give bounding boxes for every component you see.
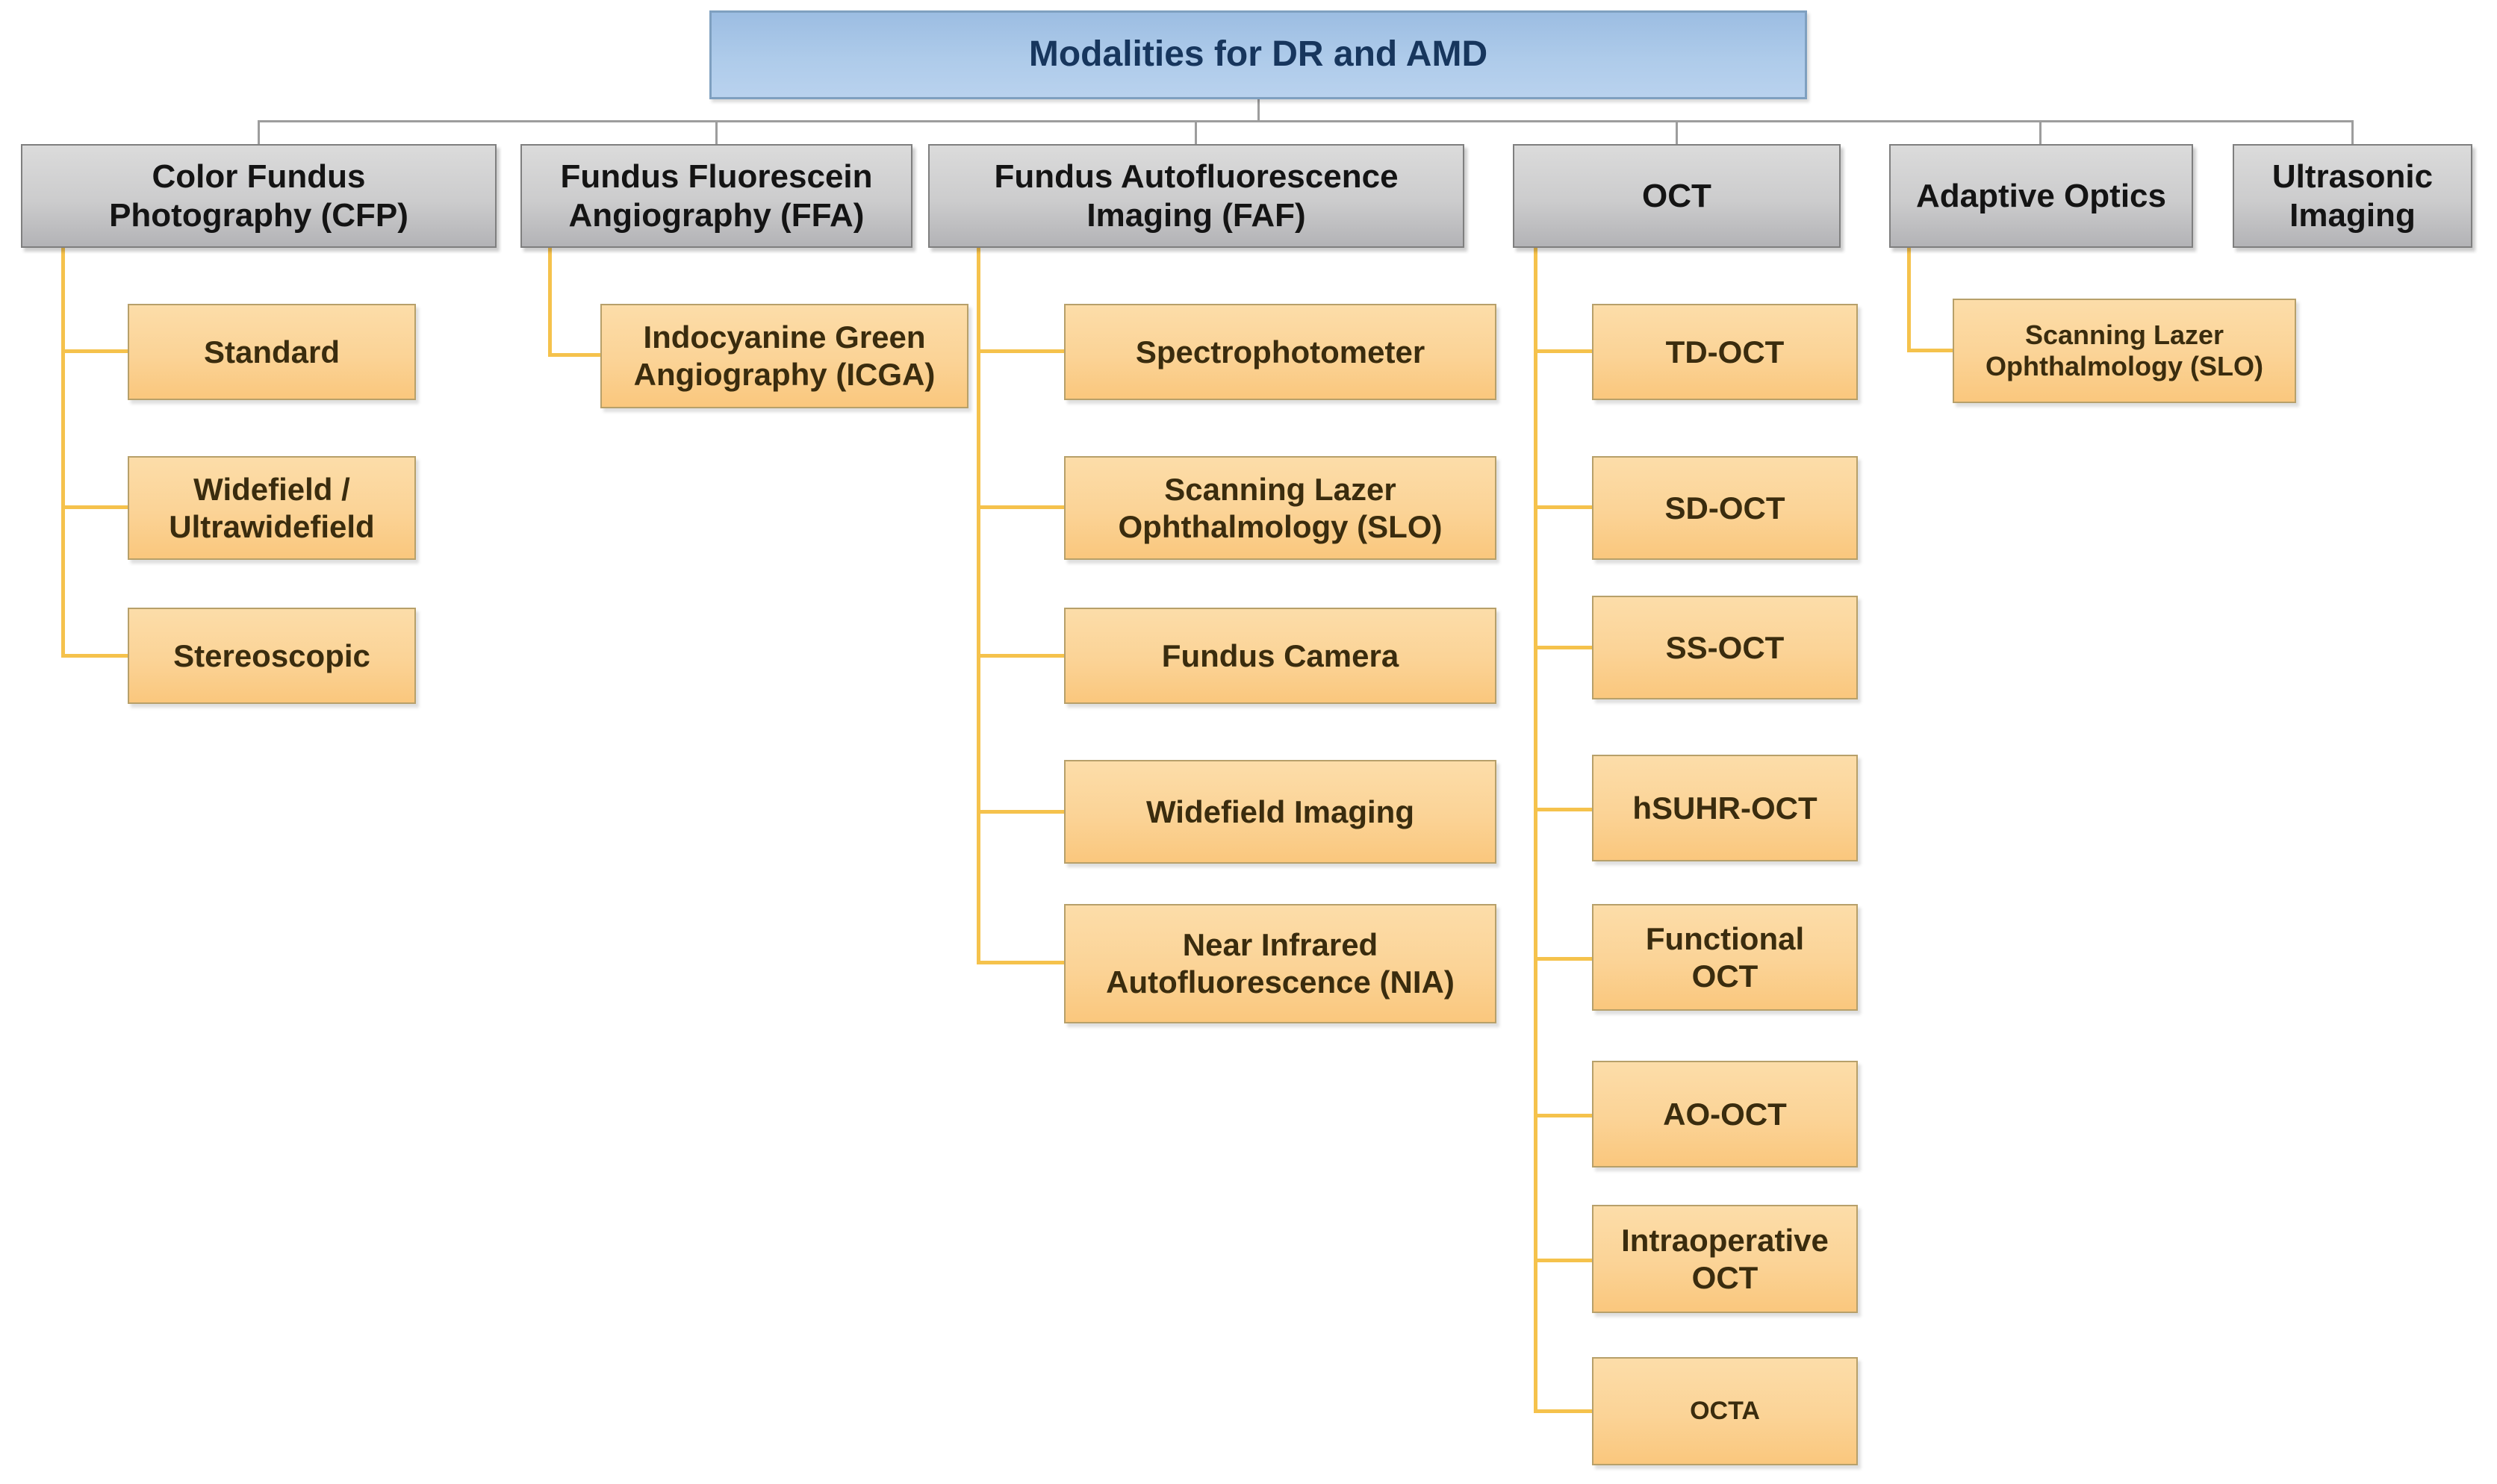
child-node-icga: Indocyanine Green Angiography (ICGA) [600, 304, 968, 408]
connector-oct-child-2 [1534, 646, 1592, 649]
connector-stub-ffa [715, 120, 718, 146]
connector-ffa-vertical [548, 248, 552, 357]
connector-oct-child-0 [1534, 349, 1592, 353]
connector-cfp-child-2 [61, 654, 128, 658]
connector-faf-child-4 [977, 961, 1064, 964]
connector-oct-child-5 [1534, 1114, 1592, 1117]
connector-oct-vertical [1534, 248, 1537, 1412]
branch-header-oct: OCT [1513, 144, 1841, 248]
connector-oct-child-4 [1534, 957, 1592, 961]
child-node-widefield-ultrawidefield: Widefield / Ultrawidefield [128, 456, 416, 560]
connector-oct-child-6 [1534, 1259, 1592, 1262]
branch-header-ultrasonic: Ultrasonic Imaging [2233, 144, 2472, 248]
connector-faf-child-1 [977, 505, 1064, 509]
child-node-octa: OCTA [1592, 1357, 1858, 1465]
connector-cfp-child-0 [61, 349, 128, 353]
child-node-intraoperative-oct: Intraoperative OCT [1592, 1205, 1858, 1313]
child-node-slo-faf: Scanning Lazer Ophthalmology (SLO) [1064, 456, 1496, 560]
connector-stub-cfp [258, 120, 260, 146]
child-node-stereoscopic: Stereoscopic [128, 608, 416, 704]
child-node-nia: Near Infrared Autofluorescence (NIA) [1064, 904, 1496, 1023]
child-node-spectrophotometer: Spectrophotometer [1064, 304, 1496, 400]
child-node-hsuhr-oct: hSUHR-OCT [1592, 755, 1858, 861]
connector-faf-child-3 [977, 810, 1064, 814]
child-node-ss-oct: SS-OCT [1592, 596, 1858, 699]
child-node-fundus-camera: Fundus Camera [1064, 608, 1496, 704]
child-node-sd-oct: SD-OCT [1592, 456, 1858, 560]
connector-ffa-child-0 [548, 353, 600, 357]
connector-stub-adaptive-optics [2039, 120, 2042, 146]
branch-header-adaptive-optics: Adaptive Optics [1889, 144, 2193, 248]
connector-faf-vertical [977, 248, 980, 964]
branch-header-cfp: Color Fundus Photography (CFP) [21, 144, 497, 248]
child-node-slo-adaptive-optics: Scanning Lazer Ophthalmology (SLO) [1953, 299, 2296, 403]
connector-adaptive-optics-child-0 [1907, 349, 1953, 352]
branch-header-ffa: Fundus Fluorescein Angiography (FFA) [520, 144, 912, 248]
child-node-widefield-imaging: Widefield Imaging [1064, 760, 1496, 864]
child-node-standard: Standard [128, 304, 416, 400]
connector-faf-child-0 [977, 349, 1064, 353]
connector-root-vertical [1257, 99, 1260, 122]
connector-stub-ultrasonic [2351, 120, 2354, 146]
connector-faf-child-2 [977, 654, 1064, 658]
child-node-ao-oct: AO-OCT [1592, 1061, 1858, 1167]
connector-cfp-vertical [61, 248, 65, 658]
child-node-functional-oct: Functional OCT [1592, 904, 1858, 1011]
connector-stub-oct [1676, 120, 1678, 146]
connector-oct-child-3 [1534, 808, 1592, 811]
branch-header-faf: Fundus Autofluorescence Imaging (FAF) [928, 144, 1464, 248]
connector-adaptive-optics-vertical [1907, 248, 1911, 352]
connector-oct-child-1 [1534, 505, 1592, 509]
child-node-td-oct: TD-OCT [1592, 304, 1858, 400]
root-node: Modalities for DR and AMD [709, 10, 1807, 99]
connector-rail [258, 120, 2354, 122]
connector-stub-faf [1195, 120, 1197, 146]
connector-oct-child-7 [1534, 1409, 1592, 1413]
connector-cfp-child-1 [61, 505, 128, 509]
